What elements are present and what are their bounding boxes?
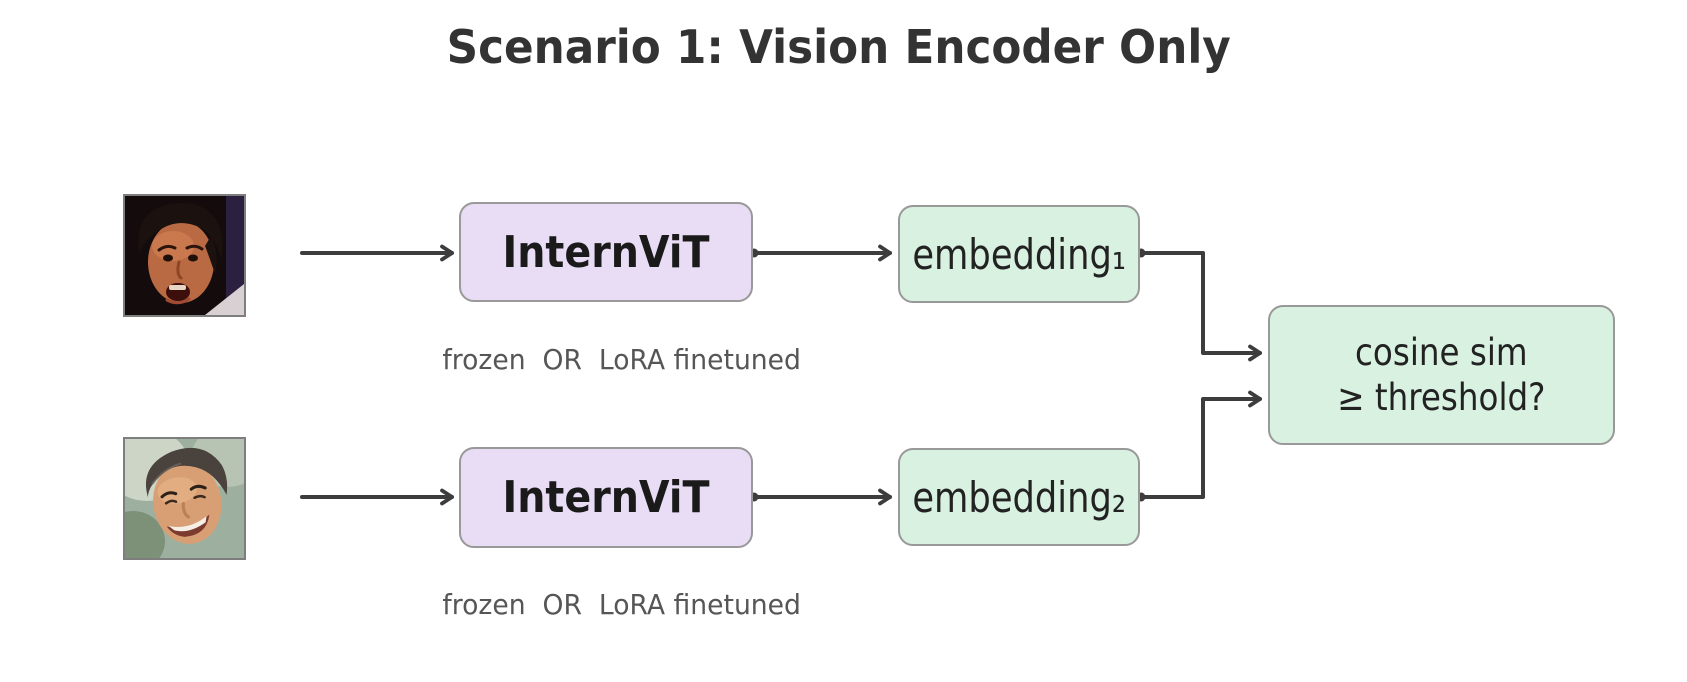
embedding-node-1: embedding₁ <box>898 205 1140 303</box>
encoder-node-2: InternViT <box>459 447 753 548</box>
input-face-image-1 <box>123 194 246 317</box>
encoder-1-note: frozen OR LoRA finetuned <box>397 314 800 406</box>
encoder-1-note-text: frozen OR LoRA finetuned <box>442 342 801 376</box>
embedding-node-1-label: embedding₁ <box>912 229 1126 279</box>
input-face-image-2 <box>123 437 246 560</box>
encoder-2-note: frozen OR LoRA finetuned <box>397 559 800 651</box>
encoder-node-1: InternViT <box>459 202 753 302</box>
diagram-title-text: Scenario 1: Vision Encoder Only <box>446 20 1231 74</box>
diagram-title: Scenario 1: Vision Encoder Only <box>0 24 1677 70</box>
face-2-illustration <box>125 439 244 558</box>
arrow-embedding2-to-decision <box>1139 390 1262 499</box>
face-1-illustration <box>125 196 244 315</box>
decision-node: cosine sim ≥ threshold? <box>1268 305 1615 445</box>
encoder-2-note-text: frozen OR LoRA finetuned <box>442 587 801 621</box>
arrow-embedding1-to-decision <box>1139 251 1262 362</box>
embedding-node-2-label: embedding₂ <box>912 472 1126 522</box>
encoder-node-2-label: InternViT <box>502 472 710 523</box>
decision-node-label: cosine sim ≥ threshold? <box>1337 330 1546 419</box>
encoder-node-1-label: InternViT <box>502 226 710 278</box>
embedding-node-2: embedding₂ <box>898 448 1140 546</box>
